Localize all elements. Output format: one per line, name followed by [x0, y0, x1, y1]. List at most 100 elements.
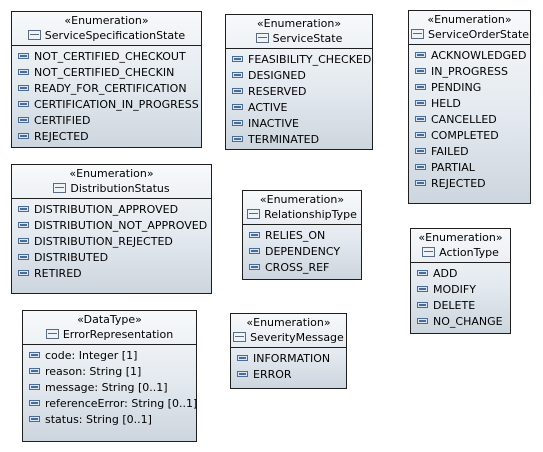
literal-icon [18, 85, 29, 91]
literal-icon [249, 264, 260, 270]
literal-list: INFORMATION ERROR [231, 348, 346, 383]
attribute-icon [29, 384, 40, 390]
enum-literal[interactable]: PARTIAL [409, 160, 530, 176]
enumeration-icon [233, 332, 247, 342]
class-name: ServiceSpecificationState [44, 29, 186, 42]
enum-severity-message[interactable]: «Enumeration» SeverityMessage INFORMATIO… [230, 313, 347, 389]
literal-icon [18, 53, 29, 59]
enum-literal[interactable]: FEASIBILITY_CHECKED [226, 52, 372, 68]
enum-literal[interactable]: DEPENDENCY [243, 244, 361, 260]
enum-literal[interactable]: DISTRIBUTION_REJECTED [12, 234, 211, 250]
literal-icon [18, 254, 29, 260]
enum-literal[interactable]: CERTIFICATION_IN_PROGRESS [12, 97, 201, 113]
enum-literal[interactable]: ACTIVE [226, 100, 372, 116]
attribute[interactable]: reason: String [1] [23, 364, 196, 380]
enum-literal[interactable]: MODIFY [411, 282, 510, 298]
enum-literal[interactable]: PENDING [409, 80, 530, 96]
attribute[interactable]: code: Integer [1] [23, 348, 196, 364]
enum-literal[interactable]: CROSS_REF [243, 260, 361, 276]
enum-literal[interactable]: DISTRIBUTED [12, 250, 211, 266]
attribute-icon [29, 416, 40, 422]
stereotype-label: «Enumeration» [259, 193, 345, 206]
enum-literal[interactable]: DISTRIBUTION_APPROVED [12, 202, 211, 218]
literal-list: RELIES_ON DEPENDENCY CROSS_REF [243, 225, 361, 276]
literal-icon [249, 232, 260, 238]
enum-distribution-status[interactable]: «Enumeration» DistributionStatus DISTRIB… [11, 164, 212, 294]
enum-literal[interactable]: TERMINATED [226, 132, 372, 148]
enum-literal[interactable]: INFORMATION [231, 351, 346, 367]
enum-literal[interactable]: REJECTED [409, 176, 530, 192]
enum-literal[interactable]: DISTRIBUTION_NOT_APPROVED [12, 218, 211, 234]
class-header: «Enumeration» ServiceState [226, 15, 372, 49]
enum-literal[interactable]: ACKNOWLEDGED [409, 48, 530, 64]
class-name: ActionType [439, 246, 499, 259]
enum-action-type[interactable]: «Enumeration» ActionType ADD MODIFY DELE… [410, 228, 511, 334]
enum-literal[interactable]: NOT_CERTIFIED_CHECKOUT [12, 49, 201, 65]
class-name: ServiceOrderState [428, 28, 530, 41]
enum-literal[interactable]: NOT_CERTIFIED_CHECKIN [12, 65, 201, 81]
class-name: RelationshipType [264, 208, 357, 221]
class-header: «Enumeration» ServiceSpecificationState [12, 12, 201, 46]
enum-literal[interactable]: READY_FOR_CERTIFICATION [12, 81, 201, 97]
literal-list: ADD MODIFY DELETE NO_CHANGE [411, 263, 510, 330]
enumeration-icon [411, 29, 424, 39]
literal-icon [232, 72, 243, 78]
enum-literal[interactable]: CANCELLED [409, 112, 530, 128]
datatype-icon [45, 329, 59, 339]
enum-service-order-state[interactable]: «Enumeration» ServiceOrderState ACKNOWLE… [408, 10, 531, 204]
class-name: DistributionStatus [70, 182, 170, 195]
attribute[interactable]: status: String [0..1] [23, 412, 196, 428]
literal-icon [232, 136, 243, 142]
enum-service-specification-state[interactable]: «Enumeration» ServiceSpecificationState … [11, 11, 202, 148]
enum-literal[interactable]: COMPLETED [409, 128, 530, 144]
stereotype-label: «Enumeration» [69, 167, 154, 180]
literal-icon [249, 248, 260, 254]
literal-icon [18, 69, 29, 75]
stereotype-label: «Enumeration» [64, 14, 149, 27]
enum-literal[interactable]: RESERVED [226, 84, 372, 100]
literal-icon [417, 302, 428, 308]
literal-list: DISTRIBUTION_APPROVED DISTRIBUTION_NOT_A… [12, 199, 211, 282]
literal-icon [232, 88, 243, 94]
enumeration-icon [247, 209, 261, 219]
enum-literal[interactable]: DESIGNED [226, 68, 372, 84]
attribute[interactable]: referenceError: String [0..1] [23, 396, 197, 412]
enum-literal[interactable]: DELETE [411, 298, 510, 314]
literal-icon [415, 164, 426, 170]
literal-list: NOT_CERTIFIED_CHECKOUT NOT_CERTIFIED_CHE… [12, 46, 201, 145]
attribute-icon [29, 400, 40, 406]
literal-icon [232, 104, 243, 110]
literal-list: ACKNOWLEDGED IN_PROGRESS PENDING HELD CA… [409, 45, 530, 192]
attribute[interactable]: message: String [0..1] [23, 380, 196, 396]
enum-literal[interactable]: ERROR [231, 367, 346, 383]
class-name: ServiceState [272, 32, 343, 45]
attribute-icon [29, 352, 40, 358]
literal-icon [18, 117, 29, 123]
enum-literal[interactable]: RETIRED [12, 266, 211, 282]
enum-relationship-type[interactable]: «Enumeration» RelationshipType RELIES_ON… [242, 190, 362, 280]
enum-literal[interactable]: NO_CHANGE [411, 314, 510, 330]
literal-icon [415, 180, 426, 186]
literal-icon [415, 148, 426, 154]
enum-literal[interactable]: ADD [411, 266, 510, 282]
attribute-list: code: Integer [1] reason: String [1] mes… [23, 345, 197, 428]
class-header: «Enumeration» ServiceOrderState [409, 11, 530, 45]
stereotype-label: «Enumeration» [256, 17, 342, 30]
literal-icon [415, 116, 426, 122]
literal-icon [415, 84, 426, 90]
class-header: «DataType» ErrorRepresentation [23, 311, 196, 345]
datatype-error-representation[interactable]: «DataType» ErrorRepresentation code: Int… [22, 310, 197, 442]
class-header: «Enumeration» SeverityMessage [231, 314, 346, 348]
literal-icon [237, 371, 248, 377]
stereotype-label: «DataType» [77, 313, 142, 326]
enum-literal[interactable]: RELIES_ON [243, 228, 361, 244]
literal-icon [415, 132, 426, 138]
enum-literal[interactable]: FAILED [409, 144, 530, 160]
enum-service-state[interactable]: «Enumeration» ServiceState FEASIBILITY_C… [225, 14, 373, 150]
enum-literal[interactable]: HELD [409, 96, 530, 112]
enum-literal[interactable]: REJECTED [12, 129, 201, 145]
enum-literal[interactable]: IN_PROGRESS [409, 64, 530, 80]
literal-icon [232, 120, 243, 126]
enum-literal[interactable]: CERTIFIED [12, 113, 201, 129]
enum-literal[interactable]: INACTIVE [226, 116, 372, 132]
